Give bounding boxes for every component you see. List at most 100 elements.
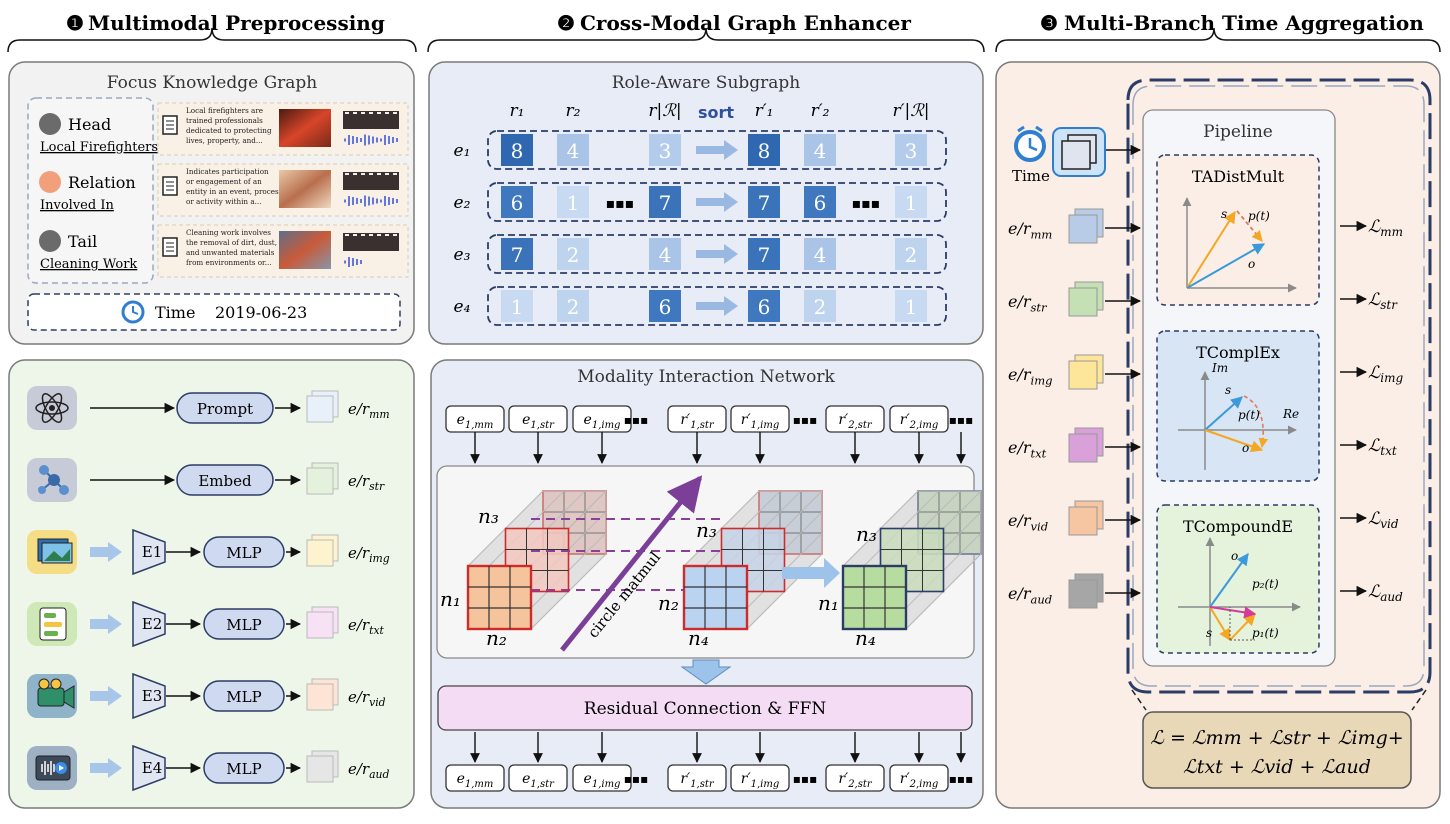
tensor-b-front-face	[682, 564, 749, 631]
entity-row-box	[487, 234, 947, 274]
output-token	[825, 764, 885, 792]
waveform-icon	[344, 257, 362, 267]
output-token	[667, 764, 727, 792]
branch-input-label: e/raud	[1008, 584, 1052, 606]
sort-arrow	[696, 244, 738, 264]
label-o: o	[1248, 257, 1255, 271]
embedding-label: e/rstr	[348, 472, 385, 493]
fkg-row-image	[279, 109, 331, 147]
entity-label: e₄	[454, 297, 471, 317]
video-strip-body	[343, 172, 399, 190]
rotation-p	[1243, 395, 1269, 448]
section-title-2: ❷ Cross-Modal Graph Enhancer	[557, 11, 911, 35]
output-token-label: e1,mm	[457, 771, 494, 790]
token-base: r′	[900, 771, 911, 787]
loss-symbol: ℒ	[1368, 436, 1381, 456]
graph-node	[59, 485, 69, 495]
loss-symbol: ℒ	[1368, 509, 1381, 529]
label-p: p(t)	[1238, 408, 1260, 422]
formula-connector	[1131, 689, 1147, 711]
branch-loss: ℒstr	[1368, 290, 1398, 312]
graph-node	[48, 474, 60, 486]
atom-orbit	[35, 401, 69, 415]
video-strip-icon	[343, 172, 399, 190]
video-strip-hole	[385, 234, 389, 236]
sort-arrow	[696, 296, 738, 316]
sort-label: sort	[698, 103, 734, 122]
fkg-row-text-line: or activity within a...	[186, 197, 261, 206]
branch-input-label: e/rstr	[1008, 292, 1048, 314]
sorted-relation-cell	[895, 134, 927, 166]
vector-p1	[1229, 613, 1256, 641]
vector-o	[1186, 243, 1266, 289]
embedding-front	[306, 755, 334, 783]
graph-nodes-icon	[27, 458, 77, 502]
token-base: e	[522, 771, 530, 787]
embedding-label-base: e/r	[348, 616, 370, 634]
relation-node-icon	[39, 171, 61, 193]
output-token	[572, 764, 632, 792]
branch-input-label-sub: aud	[1031, 592, 1053, 606]
sorted-relation-cell	[895, 186, 927, 218]
fkg-row-text-line: from environments or...	[186, 258, 272, 267]
output-token-label: r′1,img	[741, 771, 780, 790]
label-p: p(t)	[1248, 209, 1270, 223]
relation-cell-value: 4	[659, 243, 672, 267]
video-strip-hole	[393, 234, 397, 236]
token-base: r′	[741, 412, 752, 428]
branch-input-label: e/rtxt	[1008, 438, 1047, 460]
label-s: s	[1206, 626, 1212, 640]
sorted-relation-cell-value: 6	[758, 295, 771, 319]
document-icon	[162, 237, 178, 257]
sorted-relation-cell	[748, 238, 780, 270]
relation-cell	[649, 134, 681, 166]
branch-embedding-front	[1068, 287, 1098, 317]
token-sub: 1,str	[690, 779, 715, 790]
output-token	[889, 764, 949, 792]
atom-orbit	[41, 393, 63, 423]
encoder-e1	[132, 528, 166, 576]
encoder-label: E3	[142, 687, 163, 705]
sorted-relation-cell-value: 4	[814, 139, 827, 163]
branch-embedding-front	[1068, 506, 1098, 536]
module-label: MLP	[226, 688, 261, 706]
aggregation-frame-inner	[1132, 85, 1425, 687]
token-base: e	[457, 771, 465, 787]
branch-embedding-front	[1068, 360, 1098, 390]
ellipsis: ▪▪▪	[624, 772, 648, 786]
n-label: n₄	[688, 626, 709, 650]
branch-input-label-sub: str	[1031, 300, 1049, 314]
label-re: Re	[1282, 407, 1299, 421]
section-2-title: Cross-Modal Graph Enhancer	[580, 11, 911, 35]
relation-cell-value: 2	[567, 295, 580, 319]
output-token-label: r′2,str	[838, 771, 873, 790]
embedding-label-base: e/r	[348, 760, 370, 778]
loss-sub: txt	[1380, 444, 1397, 458]
method-title: TCompoundE	[1183, 517, 1293, 536]
n-label: n₃	[478, 504, 499, 528]
embedding-front	[306, 683, 334, 711]
document-icon	[162, 115, 178, 135]
relation-value: Involved In	[40, 198, 114, 213]
video-strip-hole	[369, 234, 373, 236]
relation-cell	[501, 186, 533, 218]
relation-cell-value: 2	[567, 243, 580, 267]
module-mlp	[203, 536, 285, 568]
output-token	[445, 764, 505, 792]
relation-cell	[649, 186, 681, 218]
input-token-label: r′2,img	[900, 412, 939, 431]
token-sub: 1,mm	[465, 420, 494, 431]
tail-value: Cleaning Work	[40, 257, 137, 272]
video-strip-hole	[377, 234, 381, 236]
total-loss-line-2: ℒtxt + ℒvid + ℒaud	[1183, 756, 1371, 778]
flow-arrow	[90, 614, 122, 634]
vector-s	[1186, 210, 1236, 289]
encoder-e3	[132, 672, 166, 720]
token-base: r′	[900, 412, 911, 428]
branch-embedding-front	[1068, 214, 1098, 244]
